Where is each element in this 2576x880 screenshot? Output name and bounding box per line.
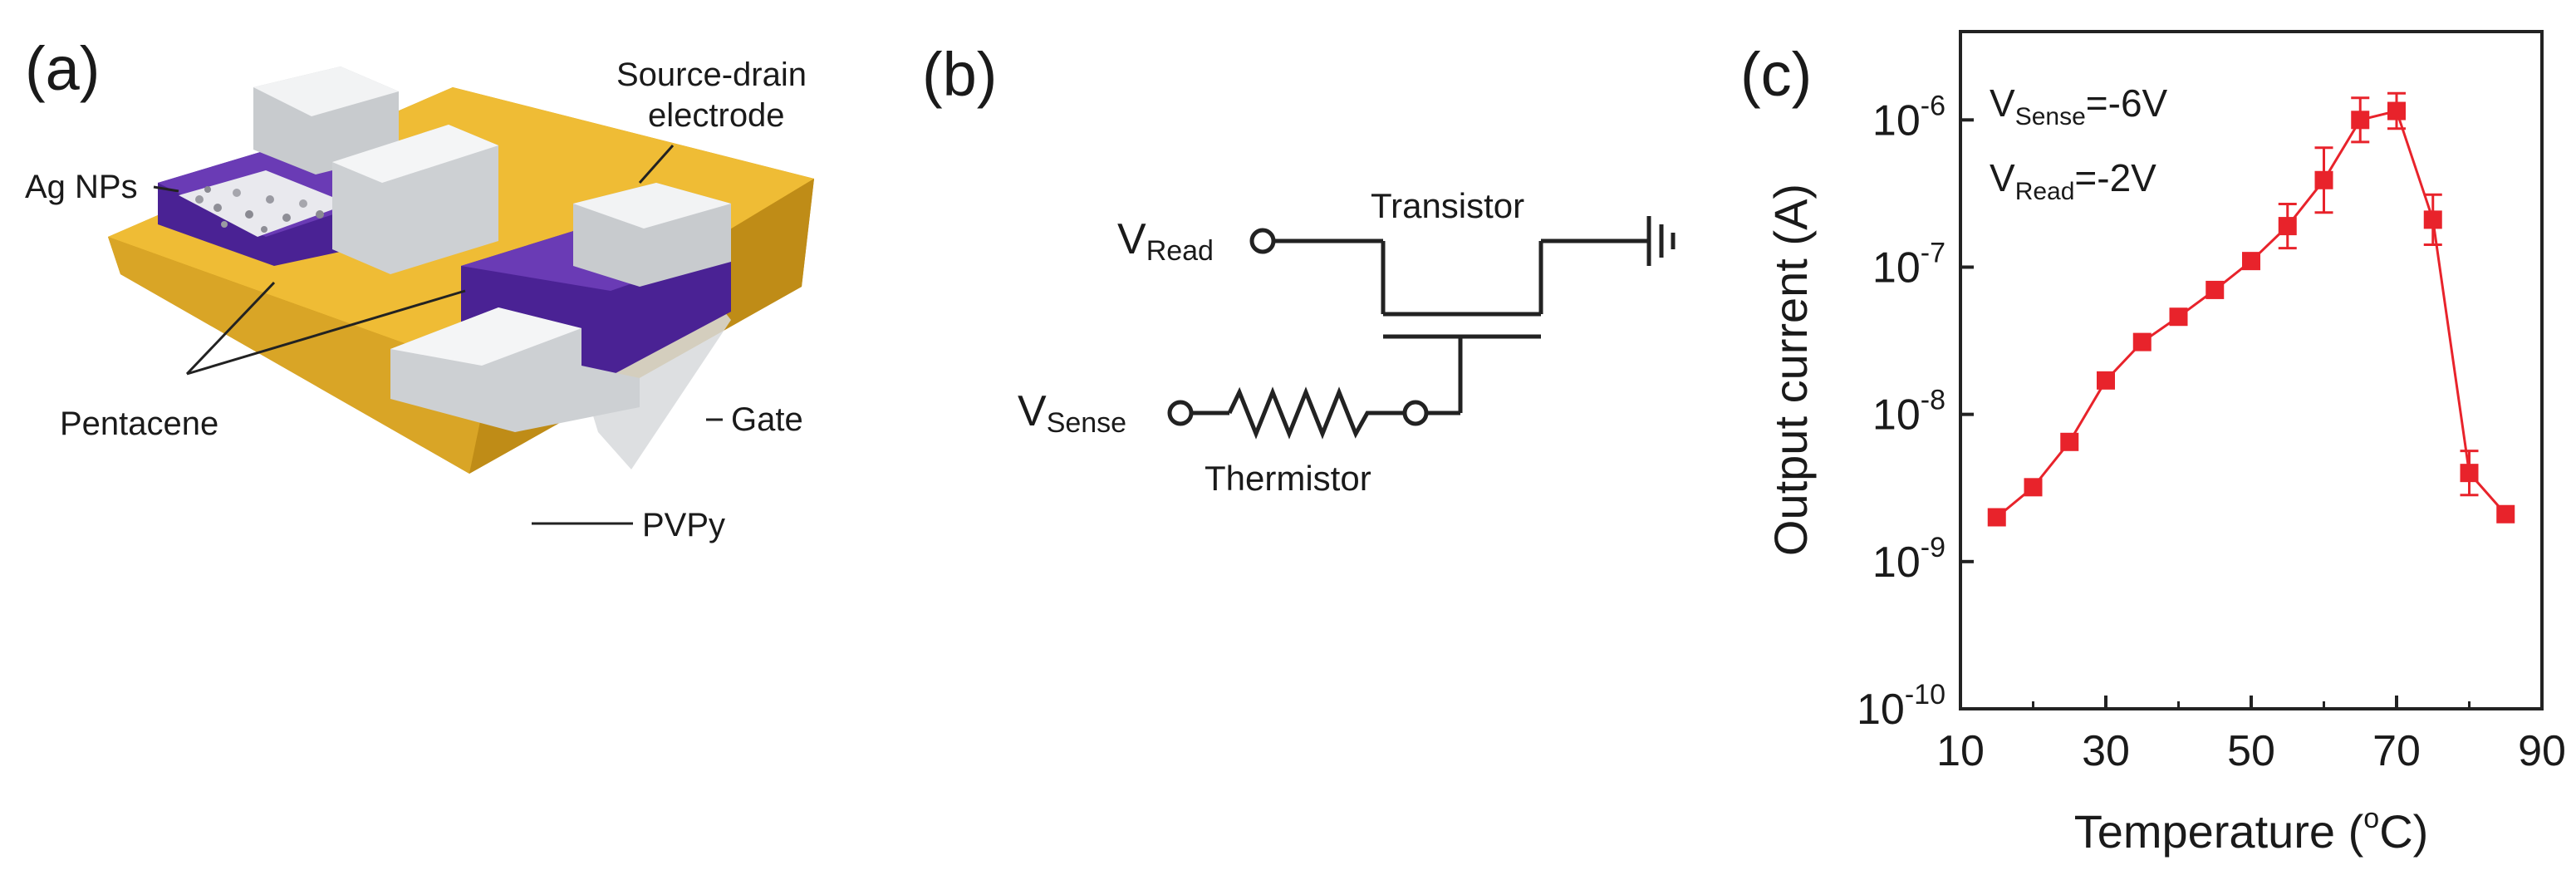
y-axis-label: Output current (A) bbox=[1764, 184, 1817, 556]
ag-nanoparticles bbox=[195, 186, 340, 233]
electrode-right-front bbox=[390, 307, 640, 432]
y-axis-ticks: 10-10 10-9 10-8 10-7 10-6 bbox=[1857, 90, 1974, 734]
data-point bbox=[2278, 217, 2297, 236]
v-read-label: VRead bbox=[1117, 215, 1214, 267]
y-tick-label: 10-7 bbox=[1872, 237, 1945, 292]
circuit-terminals bbox=[1167, 228, 1429, 426]
label-gate: Gate bbox=[731, 401, 803, 438]
y-tick-label: 10-8 bbox=[1872, 385, 1945, 440]
gate-electrode bbox=[581, 299, 731, 469]
panel-c: (c) 10 30 50 70 90 10-10 10-9 10-8 10-7 10-6 Tem… bbox=[1740, 30, 2566, 858]
data-point bbox=[2097, 371, 2115, 390]
transistor-label: Transistor bbox=[1371, 186, 1524, 225]
v-read-terminal bbox=[1249, 228, 1276, 254]
thermistor-label: Thermistor bbox=[1205, 459, 1371, 498]
series-output-current bbox=[1987, 91, 2515, 527]
electrode-left-back bbox=[253, 66, 399, 175]
y-tick-label: 10-10 bbox=[1857, 679, 1945, 734]
data-point bbox=[2169, 307, 2188, 327]
label-ag-nps: Ag NPs bbox=[25, 169, 138, 205]
x-tick-label: 10 bbox=[1936, 727, 1985, 775]
electrode-left-front bbox=[332, 125, 498, 274]
data-point bbox=[2132, 332, 2152, 352]
annotation-v-sense: VSense=-6V bbox=[1990, 81, 2168, 130]
data-point bbox=[2423, 210, 2442, 229]
v-sense-label: VSense bbox=[1018, 387, 1126, 439]
label-source-drain: Source-drain bbox=[616, 57, 807, 93]
series-line bbox=[1995, 109, 2507, 519]
data-point bbox=[2351, 111, 2370, 130]
data-point bbox=[2496, 504, 2515, 524]
v-sense-terminal bbox=[1167, 400, 1194, 426]
panel-a: (a) bbox=[25, 34, 814, 543]
panel-b-tag: (b) bbox=[922, 40, 997, 109]
data-point bbox=[2206, 280, 2225, 299]
x-axis-ticks: 10 30 50 70 90 bbox=[1936, 696, 2566, 775]
x-tick-label: 70 bbox=[2372, 727, 2421, 775]
label-electrode: electrode bbox=[648, 97, 785, 134]
annotation-v-read: VRead=-2V bbox=[1990, 156, 2156, 205]
data-point bbox=[2387, 101, 2406, 120]
y-tick-label: 10-6 bbox=[1872, 90, 1945, 145]
circuit-wires bbox=[1191, 216, 1676, 440]
label-pvpy: PVPy bbox=[642, 507, 725, 543]
data-point bbox=[2314, 170, 2333, 189]
electrode-right-back bbox=[573, 183, 731, 287]
thermistor-terminal bbox=[1402, 400, 1429, 426]
y-tick-label: 10-9 bbox=[1872, 532, 1945, 587]
label-pentacene: Pentacene bbox=[60, 406, 218, 442]
x-tick-label: 50 bbox=[2227, 727, 2275, 775]
data-point bbox=[2024, 478, 2043, 497]
x-tick-label: 90 bbox=[2518, 727, 2566, 775]
data-point bbox=[2242, 252, 2260, 271]
data-point bbox=[2060, 432, 2079, 451]
data-point bbox=[1987, 508, 2006, 527]
panel-b: (b) VRead VSense Transistor Thermis bbox=[922, 40, 1676, 498]
panel-c-tag: (c) bbox=[1740, 40, 1812, 109]
panel-a-tag: (a) bbox=[25, 34, 100, 103]
data-point bbox=[2460, 464, 2479, 483]
callout-lines bbox=[153, 145, 723, 525]
x-tick-label: 30 bbox=[2082, 727, 2130, 775]
x-axis-label: Temperature (oC) bbox=[2074, 803, 2429, 858]
